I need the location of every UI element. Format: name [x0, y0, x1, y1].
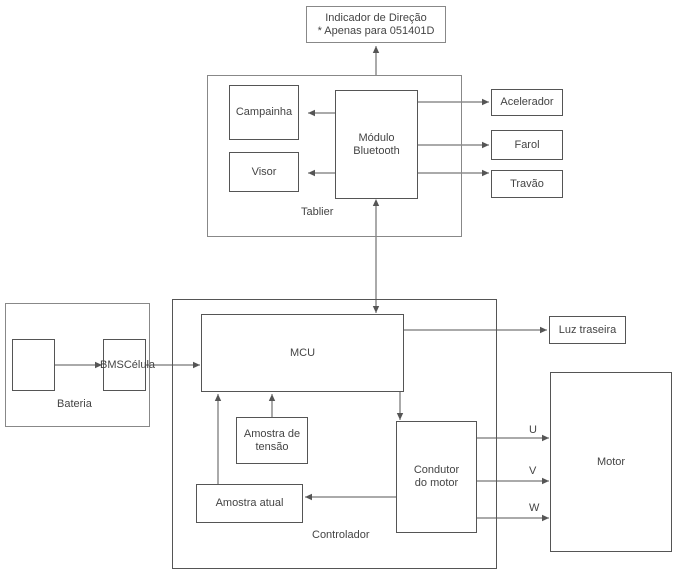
- farol-label: Farol: [514, 138, 540, 151]
- bateria-container: [5, 303, 150, 427]
- acelerador-box: Acelerador: [491, 89, 563, 116]
- bms-label: BMSCélula: [100, 359, 156, 371]
- battery-cell-box: [12, 339, 55, 391]
- amostra-atual-box: Amostra atual: [196, 484, 303, 523]
- bluetooth-module-subtitle: Bluetooth: [353, 144, 400, 157]
- campainha-box: Campainha: [229, 85, 299, 140]
- luz-traseira-box: Luz traseira: [549, 316, 626, 344]
- amostra-tensao-title: Amostra de: [243, 427, 301, 440]
- amostra-tensao-box: Amostra de tensão: [236, 417, 308, 464]
- amostra-tensao-subtitle: tensão: [255, 440, 289, 453]
- condutor-motor-title: Condutor: [413, 464, 460, 476]
- luz-traseira-label: Luz traseira: [558, 323, 617, 336]
- mcu-label: MCU: [289, 346, 316, 359]
- acelerador-label: Acelerador: [500, 96, 554, 108]
- controlador-container: [172, 299, 497, 569]
- bateria-label: Bateria: [57, 398, 92, 410]
- mcu-box: MCU: [201, 314, 404, 392]
- amostra-atual-label: Amostra atual: [215, 497, 284, 509]
- motor-box: Motor: [550, 372, 672, 552]
- bluetooth-module-box: Módulo Bluetooth: [335, 90, 418, 199]
- visor-box: Visor: [229, 152, 299, 192]
- phase-v-label: V: [529, 465, 537, 477]
- tablier-label: Tablier: [301, 206, 334, 218]
- controlador-label: Controlador: [312, 529, 370, 541]
- condutor-motor-subtitle: do motor: [414, 477, 459, 489]
- phase-u-label: U: [529, 424, 537, 436]
- tablier-container: [207, 75, 462, 237]
- bms-box: [103, 339, 146, 391]
- phase-w-label: W: [529, 502, 540, 514]
- travao-box: Travão: [491, 170, 563, 198]
- campainha-label: Campainha: [235, 106, 293, 118]
- direction-indicator-box: Indicador de Direção * Apenas para 05140…: [306, 6, 446, 43]
- direction-indicator-note: * Apenas para 051401D: [317, 24, 435, 37]
- condutor-motor-box: Condutor do motor: [396, 421, 477, 533]
- direction-indicator-title: Indicador de Direção: [325, 11, 427, 24]
- bluetooth-module-title: Módulo: [358, 131, 395, 144]
- travao-label: Travão: [510, 177, 544, 190]
- farol-box: Farol: [491, 130, 563, 160]
- visor-label: Visor: [251, 165, 277, 178]
- motor-label: Motor: [596, 455, 626, 468]
